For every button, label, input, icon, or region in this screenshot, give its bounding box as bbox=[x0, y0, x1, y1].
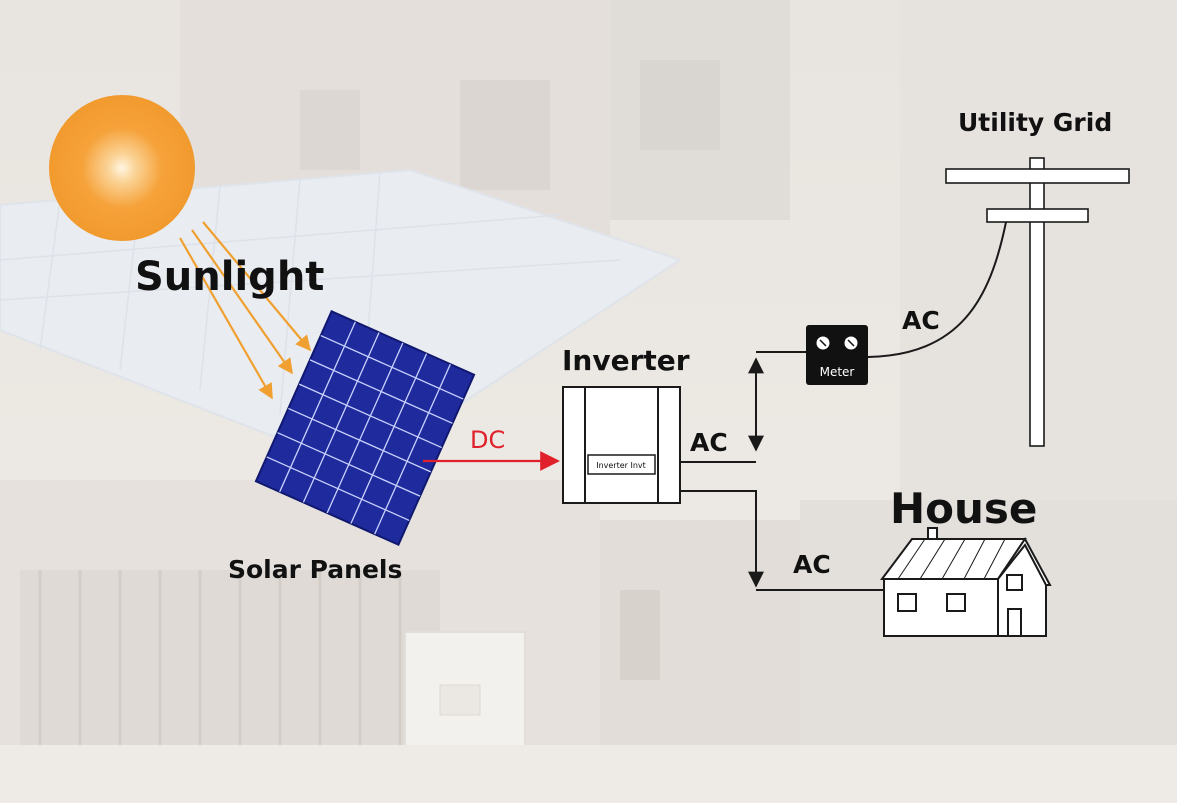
sun-rays bbox=[179, 221, 311, 400]
panel-cell-line bbox=[298, 383, 442, 449]
house-icon bbox=[880, 527, 1052, 637]
sun bbox=[49, 95, 311, 400]
solar-panel-icon bbox=[254, 309, 476, 547]
panel-cell-line bbox=[266, 456, 410, 522]
panel-cell-line bbox=[320, 334, 464, 400]
panel-cell-line bbox=[288, 407, 432, 473]
ac-grid-label: AC bbox=[902, 306, 940, 335]
ac-wire-grid bbox=[867, 221, 1007, 358]
inverter-label: Inverter bbox=[562, 344, 690, 377]
sun-icon bbox=[49, 95, 195, 241]
solar-panels-label: Solar Panels bbox=[228, 555, 402, 584]
sun-ray bbox=[179, 237, 273, 400]
house-label: House bbox=[890, 484, 1037, 533]
sun-ray bbox=[202, 221, 311, 352]
panel-cell-line bbox=[302, 332, 380, 503]
ac-wire-house bbox=[680, 490, 764, 588]
panel-cell-line bbox=[350, 353, 428, 524]
panel-cell-line bbox=[326, 342, 404, 514]
utility-pole-icon bbox=[945, 157, 1130, 447]
panel-cell-line bbox=[277, 432, 421, 497]
ac-house-label: AC bbox=[793, 550, 831, 579]
panel-cell-line bbox=[279, 321, 356, 493]
inverter-icon: Inverter Invt bbox=[562, 386, 681, 504]
meter-label: Meter bbox=[820, 365, 855, 379]
dc-label: DC bbox=[470, 426, 505, 454]
panel-cell-line bbox=[374, 363, 451, 535]
ac-meter-label: AC bbox=[690, 428, 728, 457]
sunlight-label: Sunlight bbox=[135, 254, 324, 300]
inverter-plate-label: Inverter Invt bbox=[596, 461, 646, 470]
panel-cell-line bbox=[309, 359, 453, 424]
utility-grid-label: Utility Grid bbox=[958, 108, 1112, 137]
sun-ray bbox=[191, 229, 293, 375]
meter-icon: Meter bbox=[806, 325, 868, 385]
